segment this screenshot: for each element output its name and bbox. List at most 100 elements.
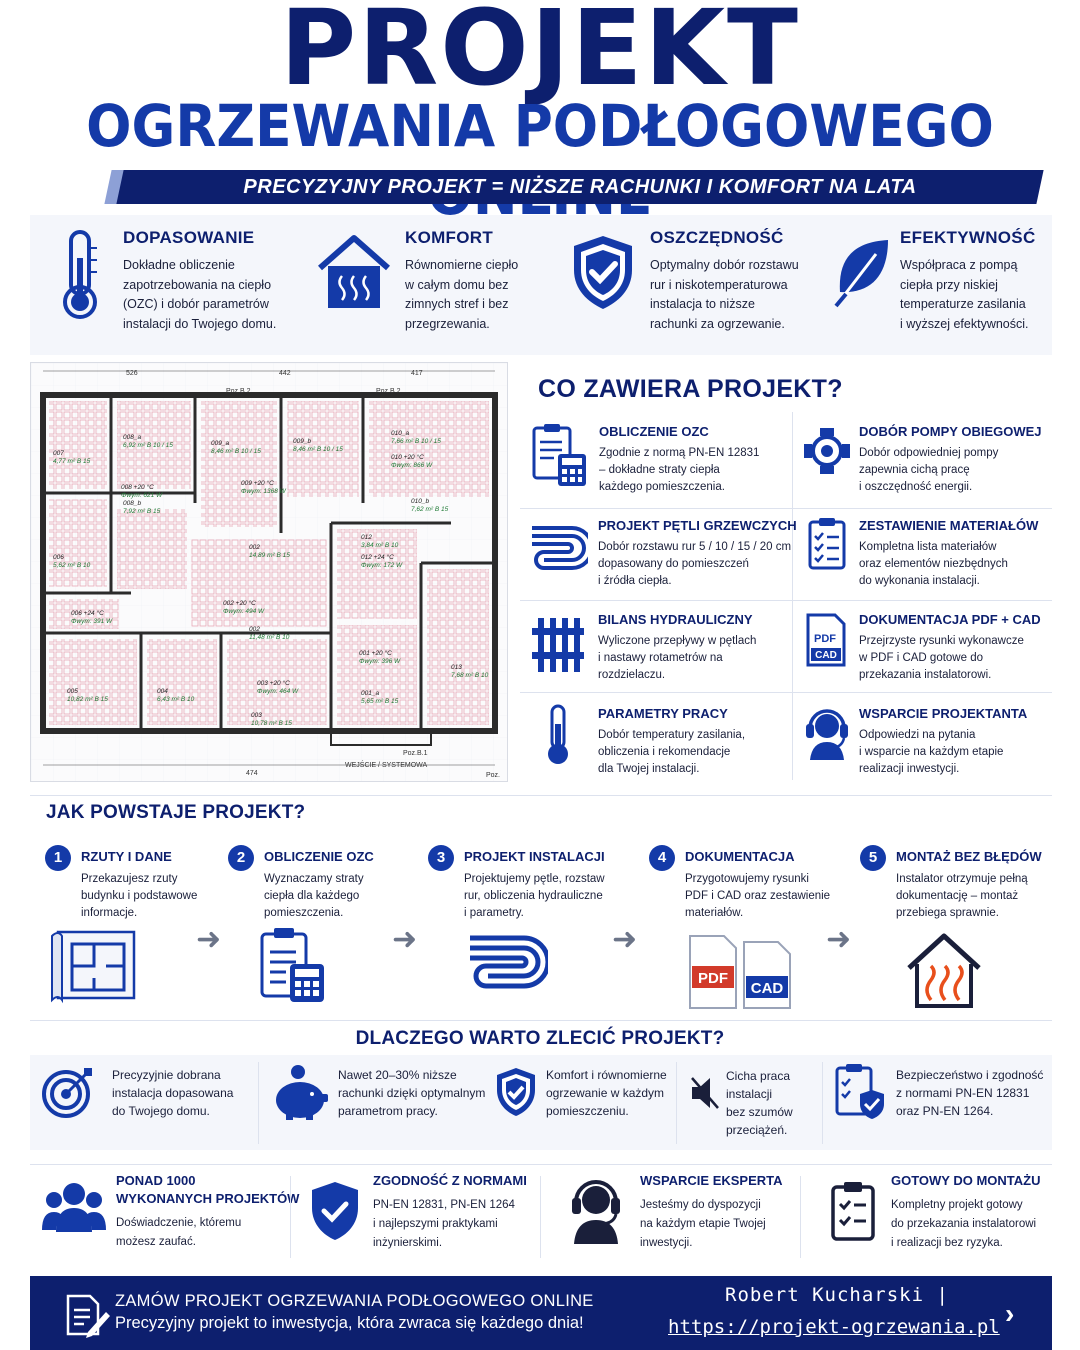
step-number: 4 [649,845,675,871]
footer-cta[interactable]: ZAMÓW PROJEKT OGRZEWANIA PODŁOGOWEGO ONL… [115,1292,594,1310]
headset-icon [806,709,848,760]
heating-zone [201,401,277,527]
dim-label: 442 [279,370,291,377]
arrow-right-icon: ➜ [826,923,852,956]
room-label: 013 [451,664,462,671]
heating-zone [49,401,107,489]
room-area: Φwym: 391 W [71,618,113,625]
heating-zone [227,639,327,725]
dim-label: 526 [126,370,138,377]
plan-tag: Poz.B.1 [403,750,428,757]
page-title: PROJEKT [280,0,800,109]
heating-zone [191,539,327,627]
footer-tagline: Precyzyjny projekt to inwestycja, która … [115,1314,584,1332]
heating-zone [337,625,417,725]
room-area: 7,92 m² B 15 [123,508,161,515]
why-title: DLACZEGO WARTO ZLECIĆ PROJEKT? [355,1028,725,1049]
trust-norms: ZGODNOŚĆ Z NORMAMI PN-EN 12831, PN-EN 12… [373,1172,527,1253]
piggy-bank-icon [276,1065,328,1120]
author-name: Robert Kucharski | [725,1284,949,1306]
clipboard-calculator-icon [260,928,324,1002]
feature-title: OSZCZĘDNOŚĆ [650,228,784,247]
room-label: 012 +24 °C [361,553,394,561]
arrow-right-icon: ➜ [196,923,222,956]
room-area: 3,84 m² B 10 [361,542,399,549]
floor-plan-svg: 526 442 417 474 Poz.B.2 Poz.B.2 Poz.B.1 … [31,363,507,781]
thermometer-icon [63,230,97,319]
trust-title: GOTOWY DO MONTAŻU [891,1173,1041,1188]
website-link[interactable]: https://projekt-ogrzewania.pl [668,1316,1000,1338]
contents-item-loops: PROJEKT PĘTLI GRZEWCZYCH Dobór rozstawu … [598,518,797,590]
heating-zone [287,401,359,497]
room-label: 006 +24 °C [71,609,104,617]
heating-loop-icon [470,935,548,989]
divider [520,600,1052,601]
room-area: 11,48 m² B 10 [249,634,290,641]
step-number: 3 [428,845,454,871]
room-area: 6,43 m² B 10 [157,696,195,703]
contents-item-title: OBLICZENIE OZC [599,424,709,439]
trust-title: WSPARCIE EKSPERTA [640,1173,783,1188]
trust-expert: WSPARCIE EKSPERTA Jesteśmy do dyspozycji… [640,1172,783,1253]
heating-zone [147,639,217,725]
room-area: 6,92 m² B 10 / 15 [123,442,173,449]
room-label: 006 [53,554,64,561]
pdf-cad-documents-icon: PDF CAD [689,935,791,1009]
cad-label: CAD [815,650,837,661]
shield-check-icon [312,1182,358,1240]
leaf-icon [834,240,888,308]
room-label: 008 +20 °C [121,483,154,491]
heating-zone [337,529,417,619]
room-label: 005 [67,688,78,695]
room-label: 003 [251,712,262,719]
contents-item-text: Dobór temperatury zasilania,obliczenia i… [598,729,746,775]
contents-item-title: BILANS HYDRAULICZNY [598,612,753,627]
contents-title: CO ZAWIERA PROJEKT? [538,375,843,403]
target-icon [42,1068,92,1118]
house-heat-icon [907,933,981,1008]
step-title: RZUTY I DANE [81,849,172,864]
chevron-right-icon[interactable]: › [1005,1298,1015,1329]
room-label: 009 +20 °C [241,479,274,487]
trust-title: ZGODNOŚĆ Z NORMAMI [373,1173,527,1188]
pdf-cad-icon: PDF CAD [806,613,846,667]
step-title: DOKUMENTACJA [685,849,795,864]
heating-zone [49,639,137,725]
clipboard-check-icon [831,1182,875,1241]
contents-item-title: DOBÓR POMPY OBIEGOWEJ [859,424,1042,439]
arrow-right-icon: ➜ [392,923,418,956]
cad-label: CAD [751,980,784,997]
divider [792,412,793,780]
room-area: Φwym: 172 W [361,562,403,569]
step-title: PROJEKT INSTALACJI [464,849,605,864]
room-label: 002 [249,626,260,633]
room-area: Φwym: 494 W [223,608,265,615]
room-area: 8,46 m² B 10 / 15 [211,448,261,455]
clipboard-calculator-icon [532,424,586,486]
heating-zone [49,599,119,629]
contents-item-title: DOKUMENTACJA PDF + CAD [859,612,1041,627]
divider [30,1164,1052,1165]
contents-item-materials: ZESTAWIENIE MATERIAŁÓW Kompletna lista m… [859,518,1038,590]
room-label: 007 [53,450,64,457]
order-footer[interactable]: ZAMÓW PROJEKT OGRZEWANIA PODŁOGOWEGO ONL… [30,1276,1052,1350]
step-title: MONTAŻ BEZ BŁĘDÓW [896,849,1042,864]
room-label: 009_b [293,438,311,445]
plan-tag: Poz.B.2 [226,388,251,395]
step-title: OBLICZENIE OZC [264,849,374,864]
